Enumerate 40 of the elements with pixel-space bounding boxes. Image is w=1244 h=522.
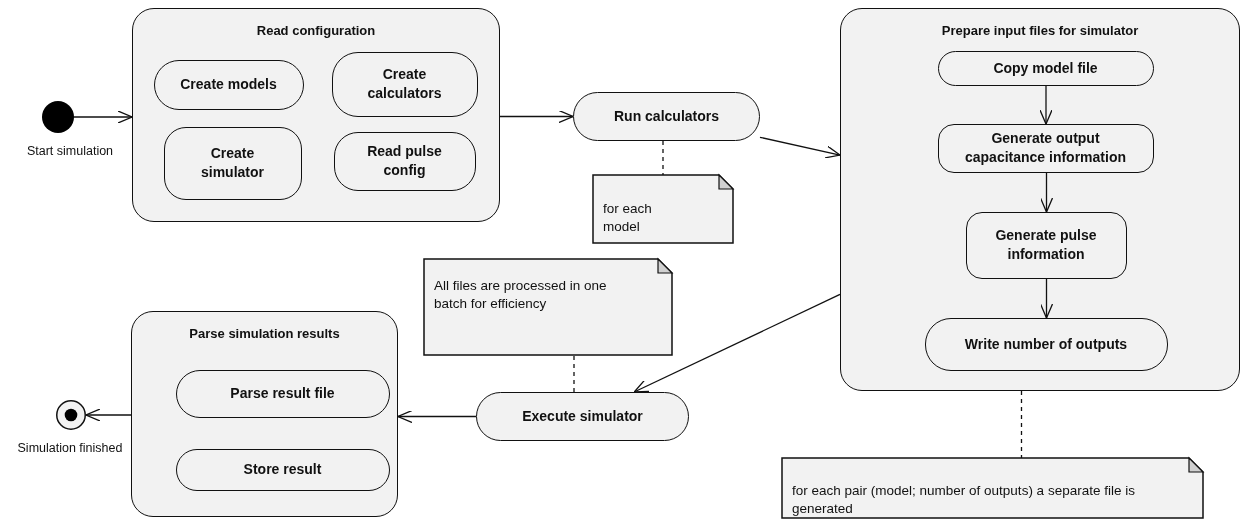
note-text: for each pair (model; number of outputs) a separate file is generated	[792, 482, 1136, 518]
action-box: Execute simulator	[476, 392, 689, 441]
note-box	[424, 259, 672, 355]
action-box: Write number of outputs	[924, 317, 1168, 371]
activity-region	[132, 8, 500, 222]
action-box: Create calculators	[331, 51, 478, 117]
region-title: Prepare input files for simulator	[940, 23, 1140, 38]
end-node	[56, 400, 86, 430]
region-title: Read configuration	[255, 23, 377, 38]
action-box: Run calculators	[573, 92, 760, 141]
activity-region	[840, 8, 1240, 391]
action-box: Store result	[175, 448, 390, 491]
action-box: Create simulator	[163, 126, 302, 200]
node-caption: Simulation finished	[16, 441, 124, 455]
action-box: Copy model file	[937, 50, 1154, 86]
action-box: Parse result file	[175, 369, 390, 418]
arrow	[1039, 172, 1054, 213]
node-caption: Start simulation	[25, 144, 115, 158]
arrow	[633, 293, 841, 393]
arrow	[73, 110, 133, 124]
arrow	[1039, 85, 1053, 125]
start-node	[42, 101, 74, 133]
note-connector	[1020, 390, 1023, 459]
action-box: Generate pulse information	[965, 211, 1127, 279]
action-box: Read pulse config	[333, 131, 476, 191]
arrow	[85, 408, 132, 422]
note-text: for each model	[603, 200, 653, 236]
note-box	[782, 458, 1203, 518]
arrow	[1039, 278, 1054, 319]
note-box	[593, 175, 733, 243]
note-connector	[573, 354, 575, 393]
note-connector	[662, 140, 664, 176]
action-box: Generate output capacitance information	[937, 123, 1154, 173]
region-title: Parse simulation results	[188, 326, 341, 341]
note-text: All files are processed in one batch for efficiency	[434, 277, 608, 313]
arrow	[759, 136, 841, 159]
activity-region	[131, 311, 398, 517]
arrow	[397, 409, 477, 424]
action-box: Create models	[153, 59, 304, 110]
arrow	[499, 109, 574, 124]
